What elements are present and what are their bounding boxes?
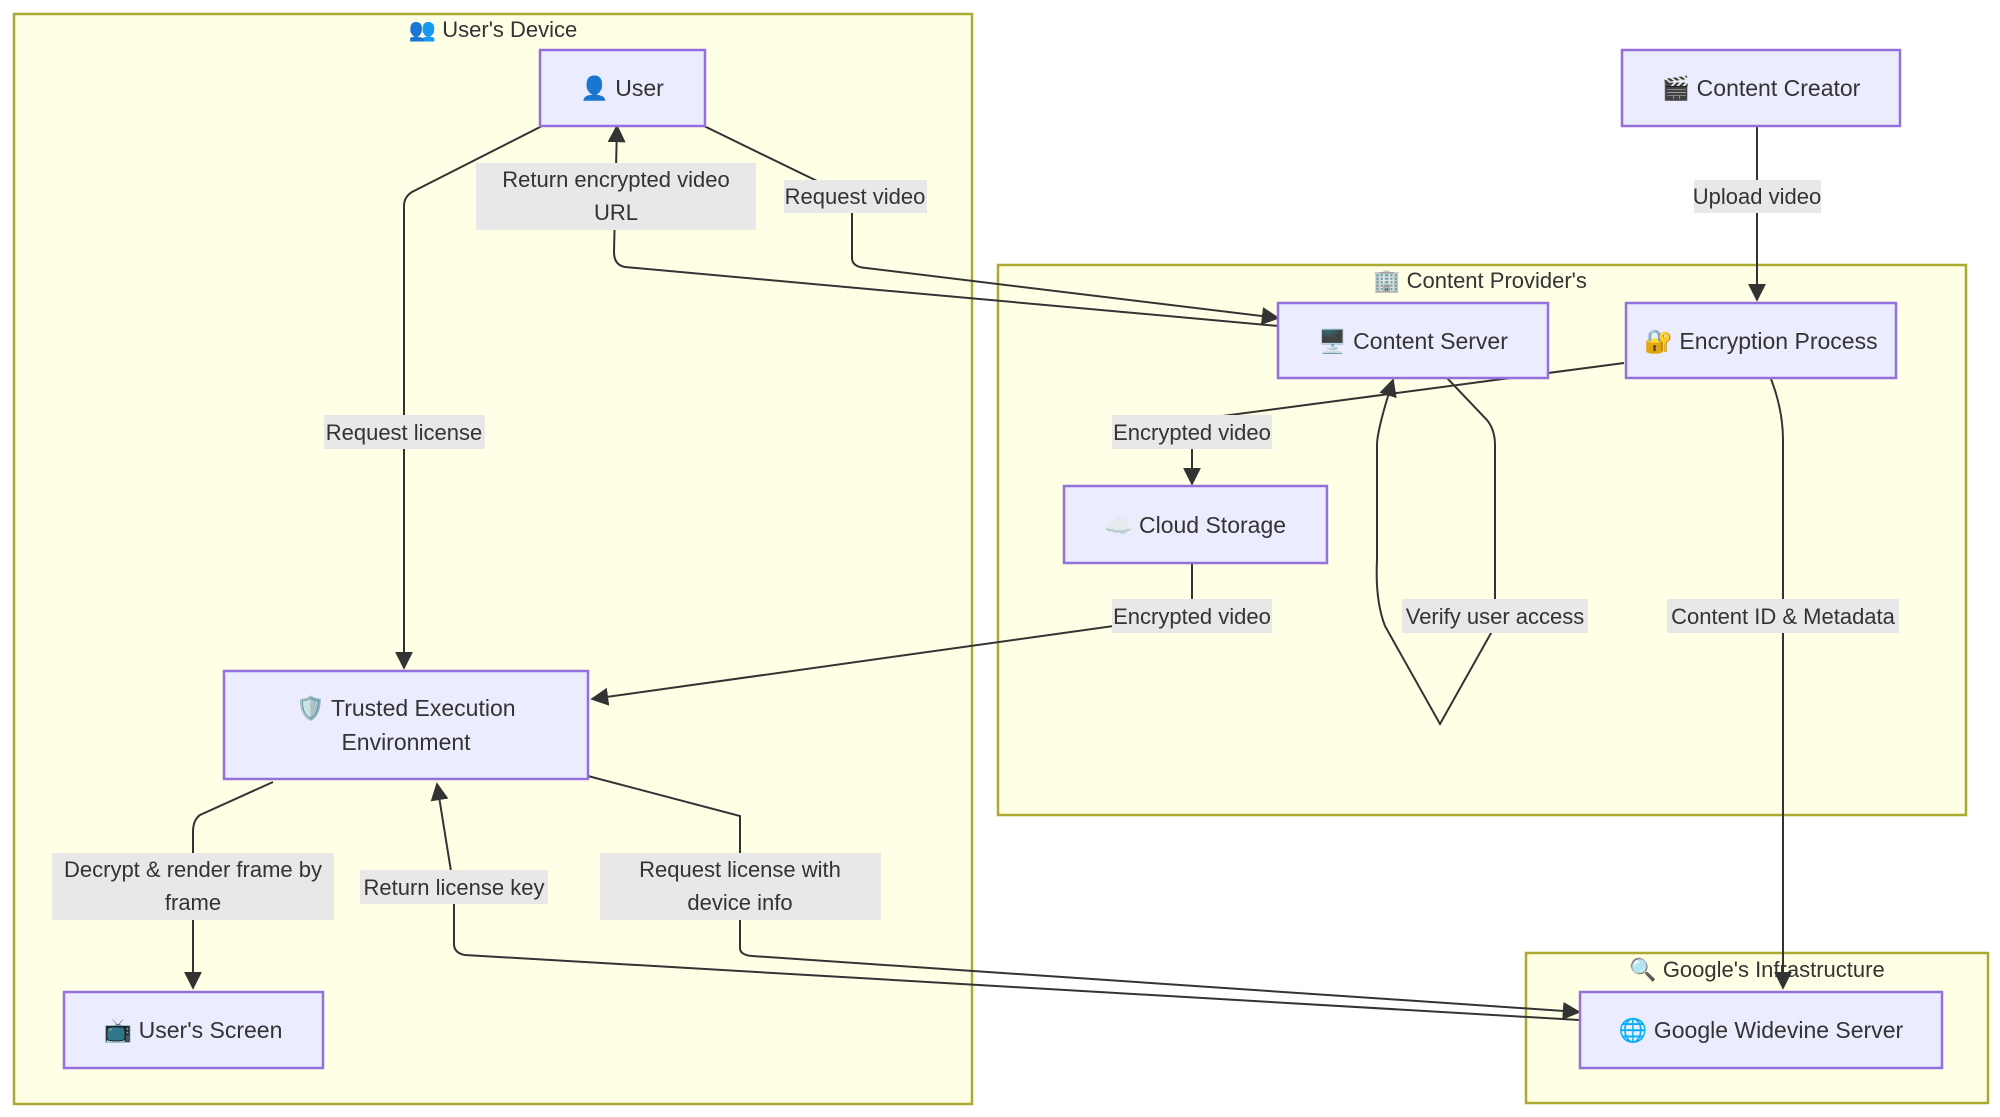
- edge-label-request-video: Request video: [784, 180, 927, 213]
- edge-label-verify-user-access: Verify user access: [1402, 599, 1588, 633]
- svg-text:Content ID & Metadata: Content ID & Metadata: [1671, 604, 1896, 629]
- node-encryption-process[interactable]: 🔐 Encryption Process: [1624, 301, 1898, 380]
- svg-text:Request license with: Request license with: [639, 857, 841, 882]
- node-trusted-execution-environment[interactable]: 🛡️ Trusted Execution Environment: [222, 669, 590, 781]
- cluster-content-provider-label: 🏢 Content Provider's: [1373, 268, 1587, 293]
- edge-label-return-url-line1: Return encrypted video: [502, 167, 729, 192]
- edge-content-id-metadata: [1770, 378, 1792, 990]
- node-cloud-storage[interactable]: ☁️ Cloud Storage: [1062, 484, 1329, 565]
- svg-text:☁️ Cloud Storage: ☁️ Cloud Storage: [1104, 512, 1286, 538]
- edge-label-request-license-device: Request license with device info: [600, 853, 881, 920]
- edges: [184, 124, 1792, 1021]
- svg-text:Encrypted video: Encrypted video: [1113, 604, 1271, 629]
- cluster-users-device-label: 👥 User's Device: [409, 17, 578, 42]
- cluster-google-infra-label: 🔍 Google's Infrastructure: [1629, 955, 1884, 982]
- edge-label-encrypted-video-2: Encrypted video: [1112, 599, 1272, 633]
- svg-text:Request license: Request license: [326, 420, 483, 445]
- edge-decrypt-render: [184, 781, 274, 990]
- svg-text:🖥️ Content Server: 🖥️ Content Server: [1318, 328, 1508, 355]
- svg-text:🔐 Encryption Process: 🔐 Encryption Process: [1644, 328, 1877, 355]
- svg-text:🌐 Google Widevine Server: 🌐 Google Widevine Server: [1619, 1017, 1904, 1044]
- edge-return-license-key: [430, 782, 1580, 1021]
- svg-text:Request video: Request video: [785, 184, 926, 209]
- svg-text:Encrypted video: Encrypted video: [1113, 420, 1271, 445]
- node-user[interactable]: 👤 User: [538, 48, 707, 128]
- svg-text:device info: device info: [687, 890, 792, 915]
- edge-request-license-device: [587, 775, 1581, 1020]
- svg-text:📺 User's Screen: 📺 User's Screen: [104, 1017, 283, 1044]
- edge-user-request-license: [395, 125, 543, 670]
- node-users-screen[interactable]: 📺 User's Screen: [62, 990, 325, 1070]
- edge-label-return-url-line2: URL: [594, 200, 638, 225]
- svg-text:Decrypt & render frame by: Decrypt & render frame by: [64, 857, 322, 882]
- node-content-creator[interactable]: 🎬 Content Creator: [1620, 48, 1902, 128]
- svg-text:👤 User: 👤 User: [580, 75, 664, 102]
- edge-label-upload-video: Upload video: [1693, 180, 1821, 213]
- edge-label-request-license: Request license: [324, 415, 485, 449]
- svg-text:Upload video: Upload video: [1693, 184, 1821, 209]
- svg-text:Environment: Environment: [341, 729, 471, 755]
- node-google-widevine-server[interactable]: 🌐 Google Widevine Server: [1578, 990, 1944, 1070]
- svg-text:Verify user access: Verify user access: [1406, 604, 1585, 629]
- edge-label-content-id-metadata: Content ID & Metadata: [1667, 599, 1899, 633]
- svg-text:🎬 Content Creator: 🎬 Content Creator: [1662, 75, 1861, 102]
- edge-verify-user-access: [1375, 377, 1496, 727]
- edge-request-video: [703, 125, 1280, 325]
- edge-label-return-license-key: Return license key: [360, 870, 548, 904]
- edge-label-encrypted-video-1: Encrypted video: [1112, 415, 1272, 449]
- edge-label-decrypt-render: Decrypt & render frame by frame: [52, 853, 334, 920]
- svg-text:🛡️ Trusted Execution: 🛡️ Trusted Execution: [296, 695, 515, 722]
- node-content-server[interactable]: 🖥️ Content Server: [1276, 301, 1550, 380]
- edge-return-encrypted-url: [607, 124, 1279, 327]
- svg-text:Return license key: Return license key: [364, 875, 545, 900]
- svg-text:frame: frame: [165, 890, 221, 915]
- edge-label-return-url: Return encrypted video URL: [476, 163, 756, 230]
